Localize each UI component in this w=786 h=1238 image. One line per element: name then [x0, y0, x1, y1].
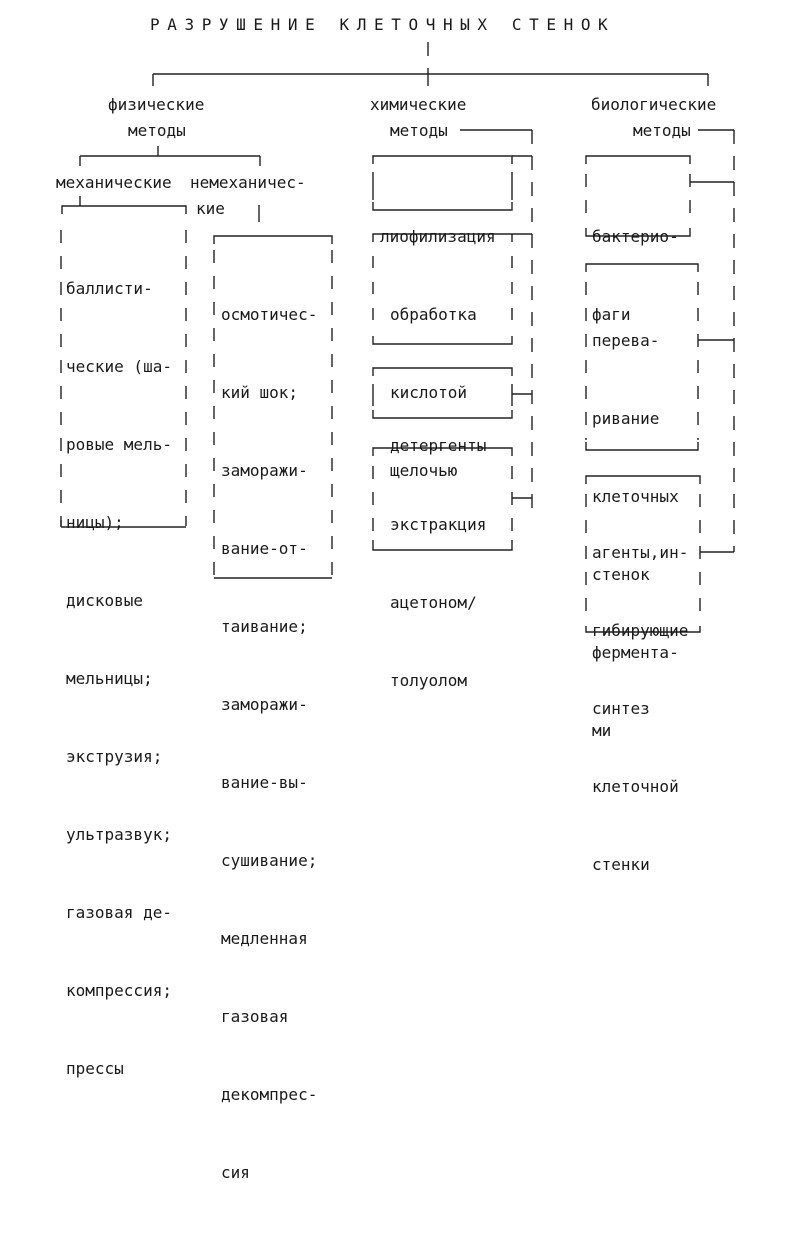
- list-item: медленная: [221, 929, 308, 948]
- list-item: щелочью: [390, 461, 458, 480]
- mechanical-label: механические: [56, 173, 172, 192]
- list-item: ацетоном/: [390, 593, 477, 612]
- list-item: лиофилизация: [380, 227, 496, 246]
- list-item: ровые мель-: [66, 435, 172, 454]
- list-item: кий шок;: [221, 383, 299, 402]
- nonmechanical-label-1: немеханичес-: [190, 173, 306, 192]
- list-item: синтез: [592, 699, 650, 718]
- list-item: мельницы;: [66, 669, 153, 688]
- acid-base-box: обработка кислотой щелочью: [390, 250, 477, 536]
- list-item: ультразвук;: [66, 825, 172, 844]
- list-item: стенок: [592, 565, 650, 584]
- list-item: ческие (ша-: [66, 357, 172, 376]
- det-box-top: [372, 367, 513, 376]
- phage-box-top: [585, 155, 691, 164]
- list-item: газовая: [221, 1007, 289, 1026]
- ext-box-top: [372, 447, 513, 456]
- list-item: таивание;: [221, 617, 308, 636]
- list-item: компрессия;: [66, 981, 172, 1000]
- detergents-box: детергенты: [390, 381, 486, 511]
- list-item: баллисти-: [66, 279, 153, 298]
- list-item: газовая де-: [66, 903, 172, 922]
- list-item: сушивание;: [221, 851, 318, 870]
- ext-box-sides: [372, 466, 513, 538]
- list-item: вание-от-: [221, 539, 308, 558]
- biological-label-2: методы: [633, 121, 691, 140]
- list-item: экструзия;: [66, 747, 163, 766]
- list-item: толуолом: [390, 671, 468, 690]
- lyo-box-top: [372, 155, 513, 164]
- acid-box-bottom: [372, 336, 513, 345]
- det-box-bottom: [372, 410, 513, 419]
- det-box-sides: [372, 384, 513, 406]
- list-item: обработка: [390, 305, 477, 324]
- list-item: прессы: [66, 1059, 124, 1078]
- diagram: РАЗРУШЕНИЕ КЛЕТОЧНЫХ СТЕНОК физические м…: [56, 15, 735, 1182]
- list-item: клеточных: [592, 487, 679, 506]
- physical-label-2: методы: [128, 121, 186, 140]
- list-item: заморажи-: [221, 695, 308, 714]
- diagram-title: РАЗРУШЕНИЕ КЛЕТОЧНЫХ СТЕНОК: [150, 15, 616, 34]
- list-item: ривание: [592, 409, 660, 428]
- list-item: осмотичес-: [221, 305, 318, 324]
- list-item: вание-вы-: [221, 773, 308, 792]
- nonmechanical-label-2: кие: [196, 199, 225, 218]
- list-item: заморажи-: [221, 461, 308, 480]
- chemical-label-2: методы: [390, 121, 448, 140]
- lyophilization-box: лиофилизация: [380, 172, 496, 302]
- mechanical-bracket: [61, 205, 187, 214]
- biological-label-1: биологические: [591, 95, 717, 114]
- acid-box-top: [372, 233, 532, 242]
- inh-box-sides: [585, 494, 701, 624]
- chemical-label-1: химические: [370, 95, 467, 114]
- lyo-box-sides: [372, 172, 513, 200]
- list-item: гибирующие: [592, 621, 689, 640]
- list-item: ницы);: [66, 513, 124, 532]
- list-item: детергенты: [390, 436, 487, 455]
- enz-box-sides: [585, 282, 699, 440]
- list-item: экстракция: [390, 515, 487, 534]
- phage-box-bottom: [585, 228, 691, 237]
- phages-box: бактерио- фаги: [592, 172, 679, 380]
- mechanical-box: баллисти- ческие (ша- ровые мель- ницы);…: [66, 224, 172, 1134]
- list-item: клеточной: [592, 777, 679, 796]
- list-item: стенки: [592, 855, 650, 874]
- inh-box-bottom: [585, 626, 701, 633]
- connector-lines: [60, 42, 735, 633]
- nonmechanical-bracket: [213, 235, 333, 244]
- inhibitors-box: агенты,ин- гибирующие синтез клеточной с…: [592, 488, 688, 930]
- nonmechanical-box: осмотичес- кий шок; заморажи- вание-от- …: [221, 250, 317, 1238]
- list-item: перева-: [592, 331, 660, 350]
- list-item: сия: [221, 1163, 250, 1182]
- list-item: дисковые: [66, 591, 144, 610]
- list-item: фаги: [592, 305, 631, 324]
- nonmechanical-box-sides: [213, 250, 333, 578]
- list-item: кислотой: [390, 383, 468, 402]
- extraction-box: экстракция ацетоном/ толуолом: [390, 460, 486, 746]
- lyo-box-bottom: [372, 202, 513, 211]
- enz-box-top: [585, 263, 699, 272]
- enz-box-bottom: [585, 442, 699, 451]
- mechanical-box-sides: [60, 230, 187, 526]
- physical-label-1: физические: [108, 95, 205, 114]
- list-item: агенты,ин-: [592, 543, 689, 562]
- inh-box-top: [585, 475, 701, 484]
- ext-box-bottom: [372, 540, 513, 551]
- list-item: декомпрес-: [221, 1085, 318, 1104]
- list-item: бактерио-: [592, 227, 679, 246]
